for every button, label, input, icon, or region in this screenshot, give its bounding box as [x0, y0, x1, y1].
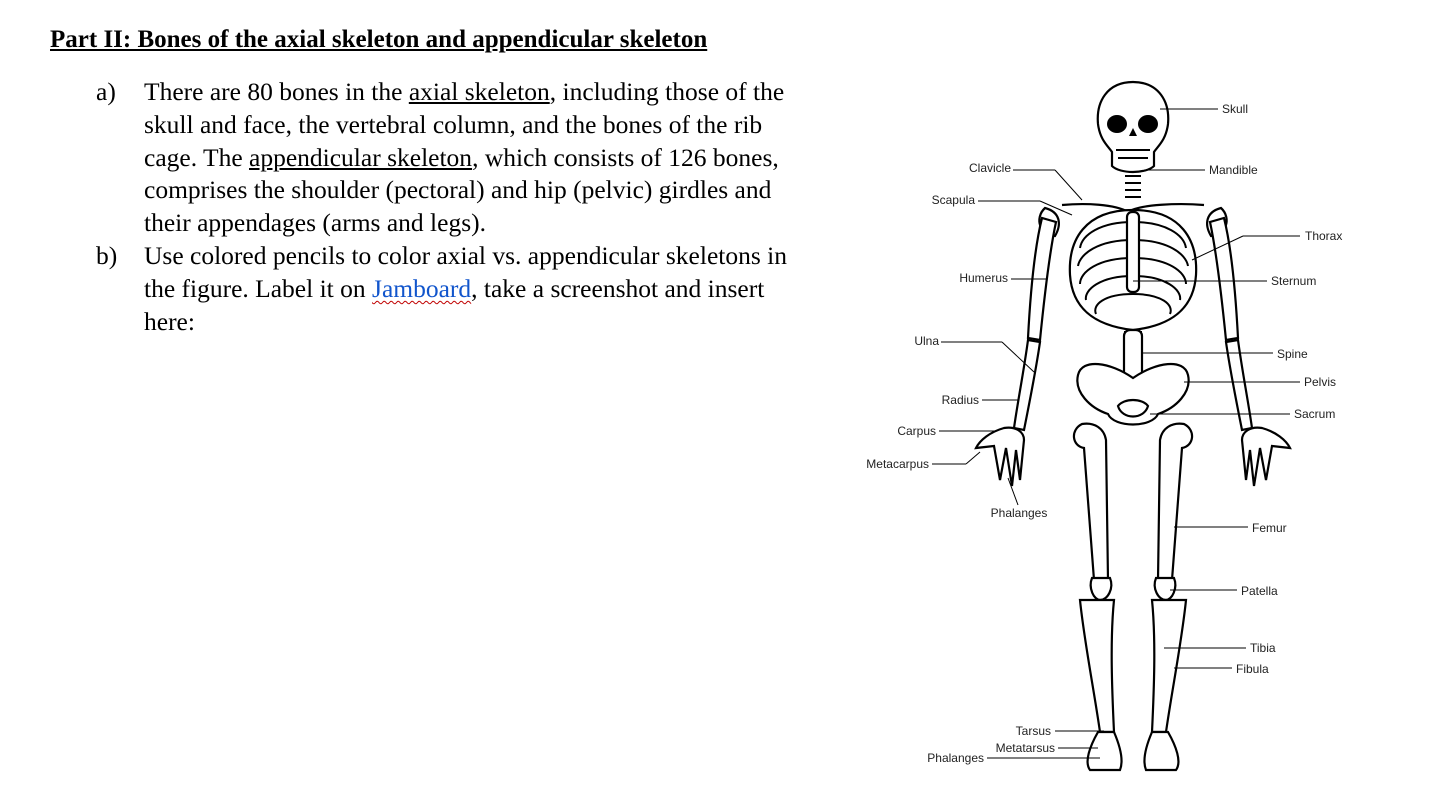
label-patella: Patella [1241, 584, 1278, 598]
label-tarsus: Tarsus [1016, 724, 1051, 738]
label-metacarpus: Metacarpus [866, 457, 929, 471]
label-ulna: Ulna [914, 334, 939, 348]
label-scapula: Scapula [932, 193, 976, 207]
label-clavicle: Clavicle [969, 161, 1011, 175]
term-appendicular-skeleton: appendicular skeleton [249, 142, 473, 172]
list-text-a: There are 80 bones in the axial skeleton… [144, 76, 816, 240]
text-segment: , take a screenshot and insert here: [144, 273, 765, 336]
label-humerus: Humerus [959, 271, 1008, 285]
term-axial-skeleton: axial skeleton [408, 77, 550, 106]
label-pelvis: Pelvis [1304, 375, 1336, 389]
text-segment: , including those of the skull and face,… [144, 77, 785, 172]
skeleton-drawing [974, 80, 1292, 772]
section-heading: Part II: Bones of the axial skeleton and… [50, 26, 708, 53]
label-mandible: Mandible [1209, 163, 1258, 177]
jamboard-link[interactable]: Jamboard [372, 273, 472, 303]
label-sternum: Sternum [1271, 274, 1316, 288]
list-marker-b: b) [96, 240, 118, 270]
label-femur: Femur [1252, 521, 1287, 535]
label-phalanges-hand: Phalanges [991, 506, 1048, 520]
list-marker-a: a) [96, 77, 116, 106]
label-tibia: Tibia [1250, 641, 1276, 655]
label-metatarsus: Metatarsus [996, 741, 1055, 755]
label-radius: Radius [942, 393, 979, 407]
label-sacrum: Sacrum [1294, 407, 1335, 421]
leader-lines [932, 108, 1300, 759]
list-text-b: Use colored pencils to color axial vs. a… [144, 240, 816, 338]
text-segment: , which consists of 126 bones, comprises… [144, 142, 779, 238]
bone-labels: Skull Mandible Clavicle Scapula Thorax H… [866, 102, 1342, 765]
label-spine: Spine [1277, 347, 1308, 361]
list-item-a: a) There are 80 bones in the axial skele… [96, 76, 816, 240]
label-carpus: Carpus [897, 424, 936, 438]
label-thorax: Thorax [1305, 229, 1342, 243]
text-segment: Use colored pencils to color axial vs. a… [144, 240, 787, 303]
label-phalanges-foot: Phalanges [927, 751, 984, 765]
text-segment: There are 80 bones in the [144, 77, 409, 106]
label-skull: Skull [1222, 102, 1248, 116]
list-item-b: b) Use colored pencils to color axial vs… [96, 240, 816, 338]
instruction-list: a) There are 80 bones in the axial skele… [96, 76, 816, 338]
label-fibula: Fibula [1236, 662, 1269, 676]
